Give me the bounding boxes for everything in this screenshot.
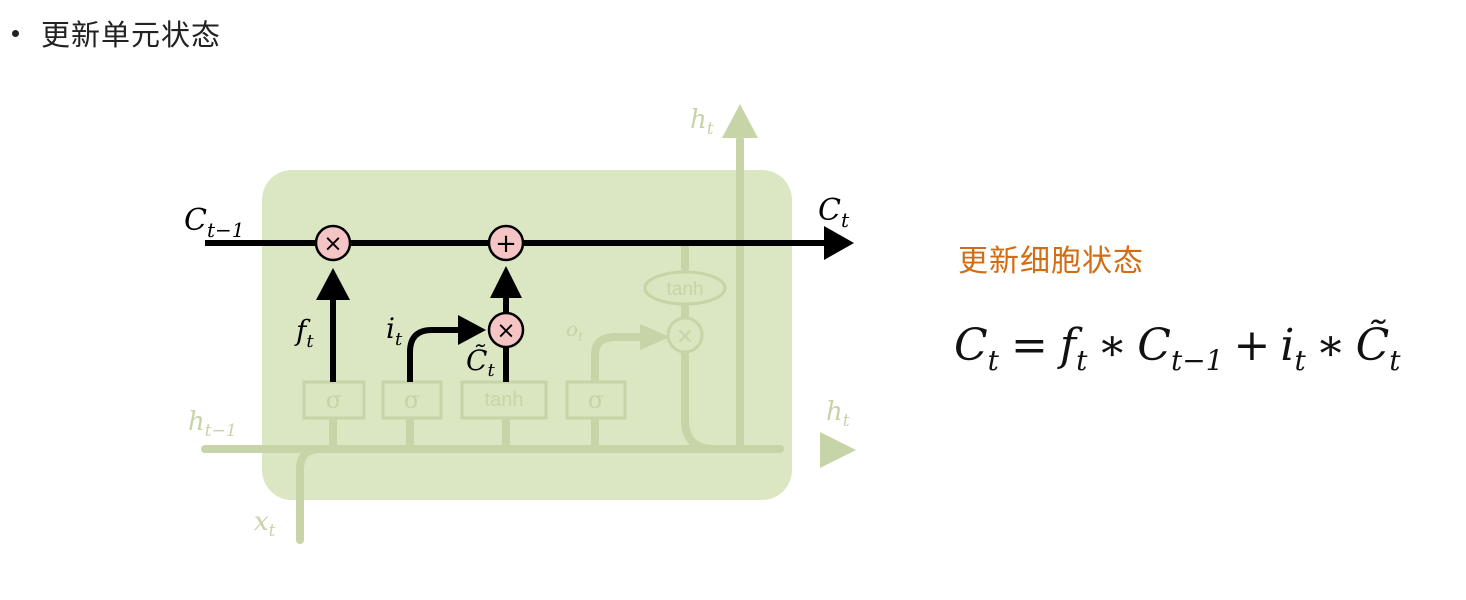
faded-arrow-o xyxy=(640,324,670,350)
label-c-out: Ct xyxy=(818,193,850,232)
op-mult-output: × xyxy=(676,324,694,349)
arrow-candidate xyxy=(490,266,522,298)
main-labels: Ct−1 Ct ft it C̃t xyxy=(184,193,850,381)
faded-gates xyxy=(302,270,727,420)
label-h-right: ht xyxy=(826,397,850,431)
label-c-prev: Ct−1 xyxy=(184,203,245,242)
op-mult-forget: × xyxy=(323,231,342,257)
faded-arrow-right xyxy=(820,432,856,468)
arrow-input xyxy=(458,315,486,345)
heading-text: 更新单元状态 xyxy=(41,18,222,52)
update-formula: Ct=ft∗Ct−1+it∗C̃t xyxy=(954,318,1401,377)
label-h-top: ht xyxy=(690,105,714,139)
bullet-dot xyxy=(12,29,19,37)
side-title: 更新细胞状态 xyxy=(958,244,1144,279)
label-h-prev: ht−1 xyxy=(188,407,237,441)
label-o: ot xyxy=(566,317,584,345)
node-add xyxy=(487,224,525,262)
faded-labels: ht ht ht−1 xt ot xyxy=(188,105,850,541)
label-i: it xyxy=(386,312,403,350)
gate-sigma-2: σ xyxy=(404,386,420,414)
op-mult-input: × xyxy=(496,318,515,344)
bullet-heading: 更新单元状态 xyxy=(12,10,221,56)
op-add: + xyxy=(495,229,517,259)
label-c-tilde: C̃t xyxy=(466,344,495,381)
node-forget-mult xyxy=(314,224,352,262)
lstm-diagram: σ σ tanh σ tanh × ht ht ht−1 xt ot × + ×… xyxy=(184,104,856,544)
formula-text: Ct=ft∗Ct−1+it∗C̃t xyxy=(954,318,1401,377)
label-x-in: xt xyxy=(254,507,276,541)
tanh-out: tanh xyxy=(667,279,704,300)
faded-wiring xyxy=(201,136,784,544)
node-input-mult xyxy=(487,311,525,349)
faded-arrow-up xyxy=(722,104,758,138)
arrow-cell-state xyxy=(824,226,854,260)
gate-sigma-3: σ xyxy=(588,386,604,414)
arrow-forget xyxy=(316,268,350,300)
gate-tanh: tanh xyxy=(485,389,524,411)
gate-sigma-1: σ xyxy=(326,386,342,414)
